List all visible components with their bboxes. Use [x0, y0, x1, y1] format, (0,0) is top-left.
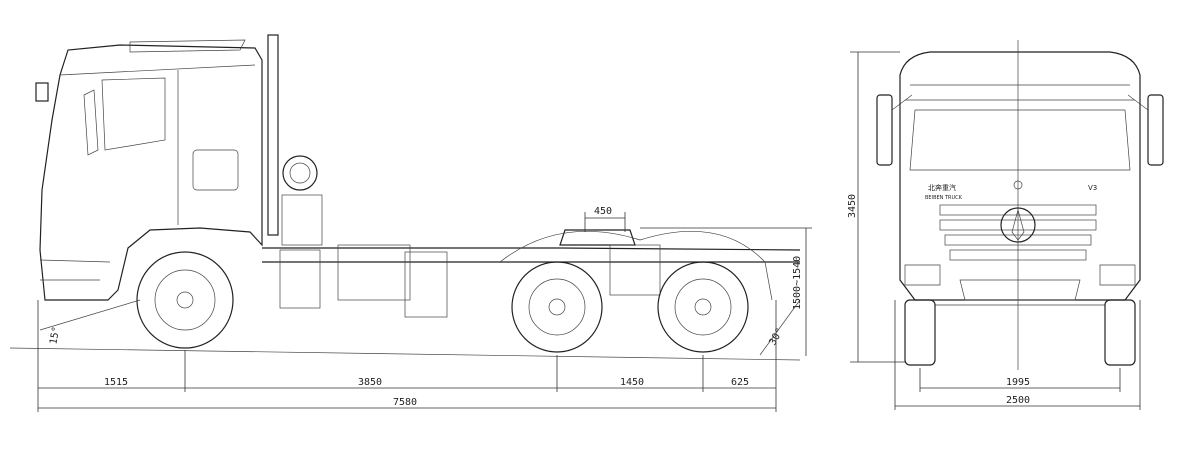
rear-wheel-1 — [511, 261, 603, 353]
departure-angle-label: 30° — [767, 326, 786, 347]
front-overhang-label: 1515 — [104, 377, 128, 388]
front-view: 北奔重汽 BEIBEN TRUCK V3 3450 1995 2500 — [847, 40, 1164, 410]
windshield — [909, 109, 1131, 171]
approach-angle-label: 15° — [48, 326, 62, 346]
right-tyre — [1104, 299, 1136, 366]
rear-overhang-label: 625 — [731, 377, 749, 388]
front-cab-outline — [899, 51, 1141, 301]
rear-wheel-2 — [657, 261, 749, 353]
overall-length-label: 7580 — [393, 397, 417, 408]
air-filter — [282, 155, 318, 191]
model-badge: V3 — [1088, 184, 1097, 192]
fifth-wheel-offset-label: 450 — [594, 206, 612, 217]
wheelbase-rear-label: 1450 — [620, 377, 644, 388]
front-wheel — [136, 251, 234, 349]
right-mirror — [1147, 94, 1164, 166]
wheelbase-front-label: 3850 — [358, 377, 382, 388]
brand-badge-en: BEIBEN TRUCK — [925, 195, 963, 201]
left-mirror — [876, 94, 893, 166]
overall-width-label: 2500 — [1006, 395, 1030, 406]
overall-height-label: 3450 — [847, 194, 858, 218]
track-width-label: 1995 — [1006, 377, 1030, 388]
cab-window — [101, 77, 166, 151]
side-view: 15° 30° 1515 3850 1450 625 7580 450 1500… — [9, 34, 812, 412]
ground-line — [9, 347, 801, 361]
fifth-wheel-height-label: 1500~1540 — [792, 256, 803, 310]
brand-badge-cn: 北奔重汽 — [928, 183, 956, 192]
left-tyre — [904, 299, 936, 366]
mirror — [35, 82, 49, 102]
cab-outline — [39, 44, 263, 301]
